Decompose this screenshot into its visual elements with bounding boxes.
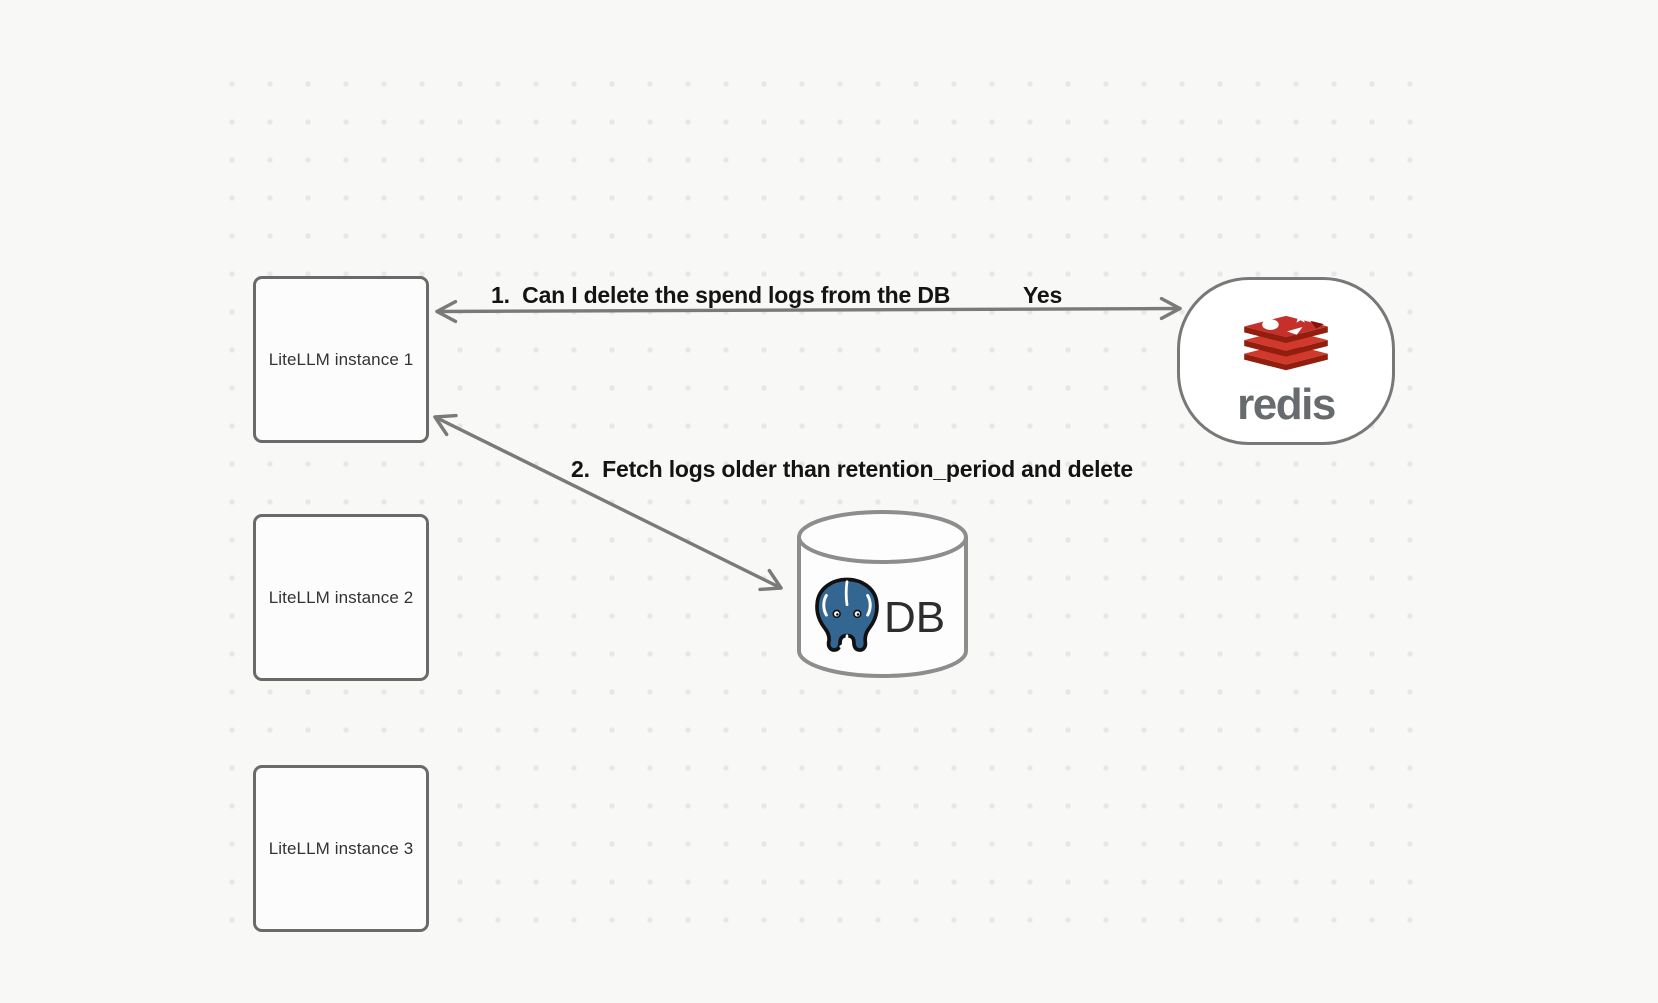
node-litellm-instance-1[interactable]: LiteLLM instance 1 xyxy=(253,276,429,443)
redis-wordmark: redis xyxy=(1237,380,1336,429)
node-redis[interactable]: redis xyxy=(1177,277,1395,445)
arrow-2-label[interactable]: 2. Fetch logs older than retention_perio… xyxy=(571,456,1133,482)
redis-cube-stack-icon xyxy=(1244,310,1328,371)
arrow-1-response-label[interactable]: Yes xyxy=(1023,282,1063,308)
node-litellm-instance-3[interactable]: LiteLLM instance 3 xyxy=(253,765,429,932)
db-label: DB xyxy=(884,593,946,642)
arrow-1-label[interactable]: 1. Can I delete the spend logs from the … xyxy=(491,282,951,308)
postgresql-elephant-icon xyxy=(815,577,879,652)
arrow-1[interactable] xyxy=(435,296,1182,324)
node-label: LiteLLM instance 3 xyxy=(268,838,414,858)
arrow-2[interactable] xyxy=(433,413,783,592)
node-label: LiteLLM instance 1 xyxy=(268,349,414,369)
node-litellm-instance-2[interactable]: LiteLLM instance 2 xyxy=(253,514,429,681)
node-label: LiteLLM instance 2 xyxy=(268,587,414,607)
